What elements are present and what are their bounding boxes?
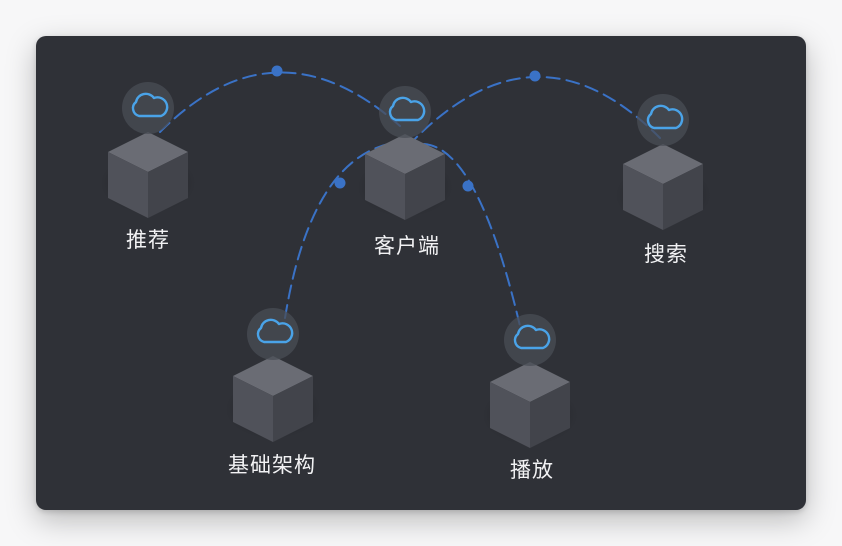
cloud-icon [131,92,169,118]
node-label-infrastructure: 基础架构 [228,453,316,477]
node-infrastructure [225,308,321,442]
node-search [615,94,711,230]
connector-dot [271,65,283,77]
cloud-icon [513,324,551,350]
cube-icon [623,144,703,230]
connector-client-search [407,75,661,147]
node-label-search: 搜索 [644,242,688,266]
cloud-icon [256,318,294,344]
node-label-client: 客户端 [374,234,440,258]
cube-icon [233,356,313,442]
connector-dot [334,177,346,189]
cube-icon [108,132,188,218]
cloud-icon [646,104,684,130]
node-label-recommend: 推荐 [126,228,170,252]
node-client [357,86,453,220]
connector-client-playback [423,143,521,327]
connector-recommend-client [159,71,401,133]
node-label-playback: 播放 [510,458,554,482]
cloud-icon [388,96,426,122]
cube-icon [490,362,570,448]
node-playback [482,314,578,448]
connector-dot [529,70,541,82]
connector-dot [462,180,474,192]
connector-infrastructure-client [284,141,401,319]
connector-dots [271,65,541,192]
cube-icon [365,134,445,220]
node-recommend [100,82,196,218]
